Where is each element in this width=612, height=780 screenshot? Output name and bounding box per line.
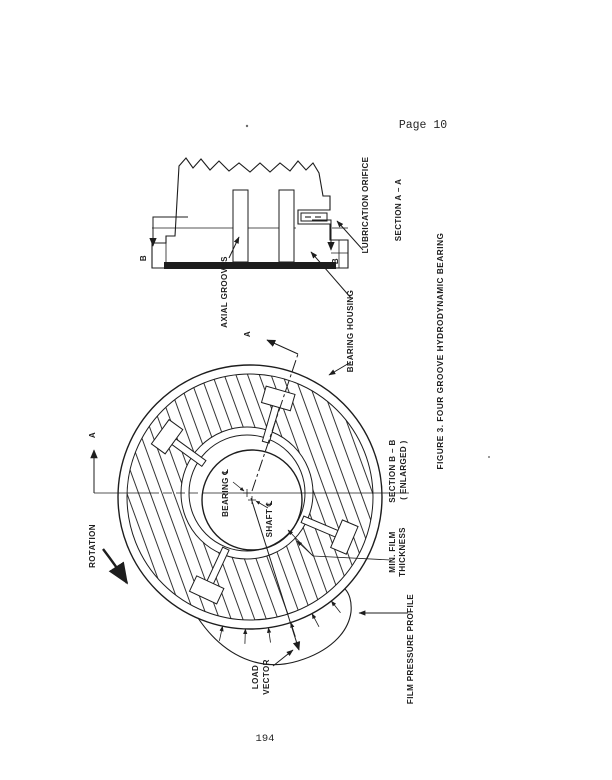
lubrication-orifice-leader xyxy=(336,220,364,251)
section-b-b-label: SECTION B – B xyxy=(388,439,397,502)
page-header: Page 10 xyxy=(399,119,447,132)
bearing-centerline-label: BEARING ℄ xyxy=(221,469,230,517)
shaft-band xyxy=(164,262,336,269)
min-film-label-line1: MIN. FILM xyxy=(388,531,397,572)
bearing-housing-callout: BEARING HOUSING xyxy=(310,251,355,376)
section-b-b-enlarged-label: ( ENLARGED ) xyxy=(399,440,408,499)
cut-marker-a: A xyxy=(88,432,97,438)
shaft-center-leader xyxy=(255,500,269,509)
load-vector-leader xyxy=(272,649,294,667)
groove xyxy=(188,546,230,605)
section-cut-arrow-b-left xyxy=(149,216,188,247)
cut-marker-b: B xyxy=(139,255,148,261)
rotation-label: ROTATION xyxy=(88,524,97,568)
groove xyxy=(260,385,296,444)
footer-page-number: 194 xyxy=(256,733,275,745)
groove xyxy=(150,418,207,468)
bearing-center-leader xyxy=(232,481,245,492)
groove xyxy=(300,515,359,555)
figure-caption: FIGURE 3. FOUR GROOVE HYDRODYNAMIC BEARI… xyxy=(436,233,445,470)
bearing-housing-leader xyxy=(328,361,352,376)
load-label-line1: LOAD xyxy=(251,665,260,689)
axial-grooves-label: AXIAL GROOVES xyxy=(220,256,229,328)
housing-outer-circle xyxy=(117,364,383,630)
circular-view-b-b: A A ROTATION BEARING ℄ SHAFT ℄ LOAD VECT… xyxy=(88,331,415,704)
film-pressure-profile-label: FILM PRESSURE PROFILE xyxy=(406,594,415,704)
lubrication-orifice-label: LUBRICATION ORIFICE xyxy=(361,156,370,253)
scan-speck xyxy=(245,124,249,128)
min-film-leader xyxy=(312,555,392,561)
hatched-bearing-annulus xyxy=(127,374,374,620)
bearing-housing-label: BEARING HOUSING xyxy=(346,290,355,372)
section-cut-arrow-a-right xyxy=(266,339,299,355)
cut-marker-b: B xyxy=(331,258,340,264)
shaft-centerline-label: SHAFT ℄ xyxy=(265,500,274,537)
axial-groove-slot xyxy=(232,189,249,263)
pressure-arrows xyxy=(219,600,341,644)
load-label-line2: VECTOR xyxy=(262,659,271,695)
min-film-arrow xyxy=(296,540,314,557)
bearing-housing-leader xyxy=(310,251,352,299)
housing-inner-circle xyxy=(126,373,374,621)
cut-marker-a: A xyxy=(243,331,252,337)
axial-grooves-leader xyxy=(228,236,240,259)
section-view-a-a: B B LUBRICATION ORIFICE SECTION A – A AX… xyxy=(139,156,403,328)
min-film-label-line2: THICKNESS xyxy=(398,527,407,577)
orifice-passage xyxy=(300,212,328,222)
section-a-a-label: SECTION A – A xyxy=(394,179,403,242)
housing-section-body xyxy=(151,157,349,269)
cutting-plane-line xyxy=(251,353,299,492)
shaft-circle xyxy=(201,449,303,551)
scan-speck xyxy=(488,456,490,458)
section-cut-arrow-b-right xyxy=(312,219,335,251)
axial-groove-slot xyxy=(278,189,295,263)
film-pressure-profile-curve xyxy=(197,588,352,666)
rotation-arrow xyxy=(102,548,129,585)
